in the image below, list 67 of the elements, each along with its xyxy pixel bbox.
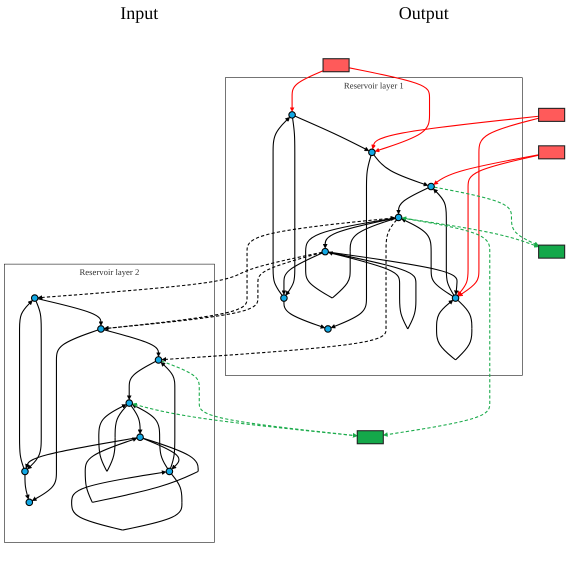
- node-box: [356, 430, 384, 444]
- arrow: [130, 405, 142, 434]
- node-circle: [136, 433, 144, 442]
- arrow: [283, 301, 326, 329]
- cluster: Reservoir layer 2: [4, 264, 215, 543]
- arrow: [458, 118, 539, 296]
- arrow: [32, 330, 98, 501]
- group-label: Output: [398, 2, 449, 25]
- arrow: [328, 252, 459, 295]
- node-circle: [280, 294, 288, 302]
- node-box: [538, 108, 566, 122]
- arrow: [373, 154, 428, 186]
- arrow: [294, 116, 370, 152]
- node-circle: [394, 214, 402, 222]
- node-circle: [166, 468, 174, 476]
- arrow: [25, 437, 137, 469]
- arrow: [160, 362, 176, 469]
- node-circle: [26, 498, 34, 506]
- arrow: [71, 470, 182, 531]
- arrow: [84, 437, 199, 503]
- arrow: [19, 300, 33, 469]
- arrow: [98, 404, 128, 472]
- arrow: [330, 155, 372, 328]
- arrow: [328, 251, 416, 330]
- node-circle: [452, 294, 460, 302]
- arrow: [126, 360, 156, 400]
- arrow: [434, 186, 539, 246]
- arrow: [162, 220, 397, 362]
- arrow: [457, 154, 539, 296]
- arrow: [433, 188, 454, 296]
- node-circle: [368, 148, 376, 156]
- arrow: [371, 116, 539, 150]
- arrow: [38, 298, 104, 326]
- node-circle: [427, 182, 435, 190]
- arrow: [286, 118, 296, 296]
- arrow: [132, 402, 358, 438]
- arrow: [402, 216, 539, 248]
- arrow: [132, 404, 168, 469]
- node-box: [538, 244, 566, 259]
- node-circle: [21, 468, 29, 476]
- arrow: [282, 252, 322, 295]
- node-circle: [154, 356, 162, 364]
- node-circle: [30, 294, 39, 302]
- arrow: [104, 329, 161, 357]
- arrow: [290, 70, 324, 112]
- arrow: [348, 67, 430, 152]
- arrow: [24, 474, 30, 500]
- node-circle: [288, 111, 296, 119]
- arrow: [142, 438, 180, 470]
- node-box: [538, 145, 566, 160]
- node-circle: [125, 399, 134, 407]
- arrow: [38, 252, 322, 300]
- arrow: [433, 154, 539, 185]
- node-circle: [97, 325, 105, 333]
- group-label: Input: [120, 2, 158, 25]
- node-circle: [321, 248, 329, 256]
- node-box: [322, 58, 350, 72]
- arrow: [383, 217, 490, 437]
- arrow: [396, 187, 428, 214]
- arrow: [27, 300, 42, 470]
- cluster: Reservoir layer 1: [225, 77, 523, 376]
- arrow: [436, 300, 472, 360]
- arrow: [401, 218, 454, 297]
- node-circle: [324, 325, 332, 333]
- arrow: [104, 216, 396, 331]
- arrow: [305, 216, 396, 298]
- arrow: [272, 116, 290, 296]
